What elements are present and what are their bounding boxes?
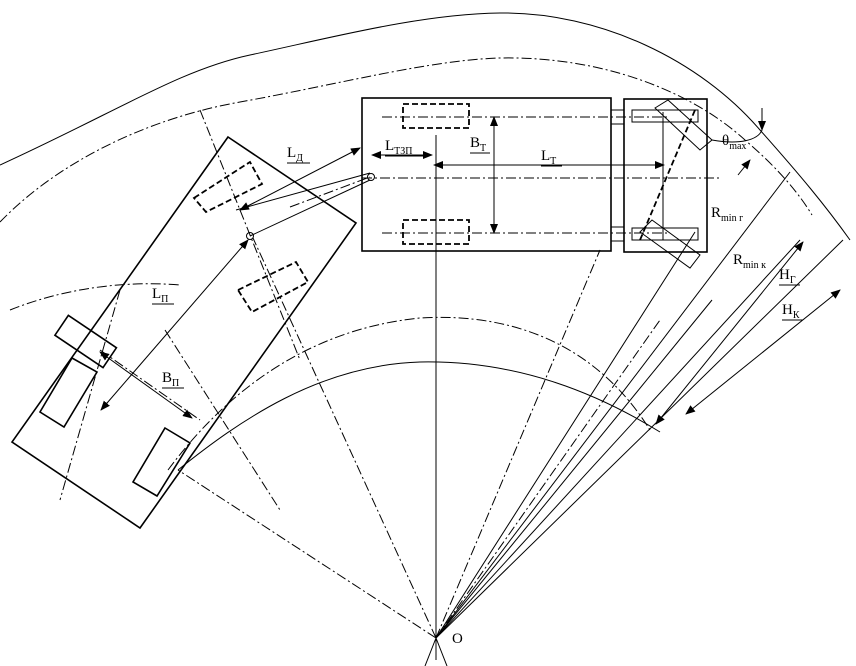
tractor-rear-wheel-bottom	[402, 219, 470, 245]
labels: LД LТЗП BТ LТ LП BП θmax Rmin г	[152, 133, 803, 647]
outer-road-edge	[0, 12, 851, 241]
trailer-wheel-left	[38, 356, 99, 429]
radial-lines	[177, 171, 844, 639]
svg-text:BП: BП	[162, 370, 179, 389]
label-bp: BП	[162, 370, 184, 389]
label-bt: BТ	[470, 135, 490, 154]
label-theta: θmax	[722, 133, 746, 152]
label-lp: LП	[152, 286, 174, 305]
label-hk: HК	[782, 302, 803, 321]
svg-text:LД: LД	[287, 145, 303, 164]
label-rmk: Rmin к	[733, 252, 766, 271]
svg-text:Rmin г: Rmin г	[711, 205, 743, 224]
inner-arcs	[9, 283, 661, 471]
tractor-body	[361, 97, 612, 252]
dimensions	[99, 108, 841, 425]
svg-text:LТЗП: LТЗП	[385, 138, 413, 157]
svg-text:LП: LП	[152, 286, 168, 305]
svg-text:LТ: LТ	[541, 148, 556, 167]
label-ltzp: LТЗП	[385, 138, 426, 157]
hitch-point	[367, 173, 375, 181]
inner-path-trace	[167, 316, 651, 471]
svg-text:Rmin к: Rmin к	[733, 252, 766, 271]
drawbar-upper	[235, 172, 371, 211]
center-axis	[424, 135, 448, 666]
trailer-wheel-right	[131, 426, 192, 498]
turntable-pivot	[246, 232, 254, 240]
label-lt: LТ	[541, 148, 562, 167]
trailer-body	[10, 135, 358, 530]
label-ld: LД	[287, 145, 310, 164]
svg-text:BТ: BТ	[470, 135, 486, 154]
inner-road-edge	[177, 361, 661, 471]
svg-text:HГ: HГ	[779, 267, 796, 286]
tractor-front-wheel-bottom	[631, 227, 699, 241]
label-rmg: Rmin г	[711, 205, 743, 224]
tractor	[361, 97, 720, 269]
tractor-rear-wheel-top	[402, 103, 470, 129]
tractor-front-wheel-top	[631, 109, 699, 123]
trailer	[10, 109, 375, 530]
svg-text:HК: HК	[782, 302, 800, 321]
label-center-o: O	[452, 631, 463, 647]
label-hg: HГ	[779, 267, 800, 286]
outer-path-trace	[0, 57, 813, 223]
outer-boundaries	[0, 12, 851, 241]
svg-text:θmax: θmax	[722, 133, 746, 152]
